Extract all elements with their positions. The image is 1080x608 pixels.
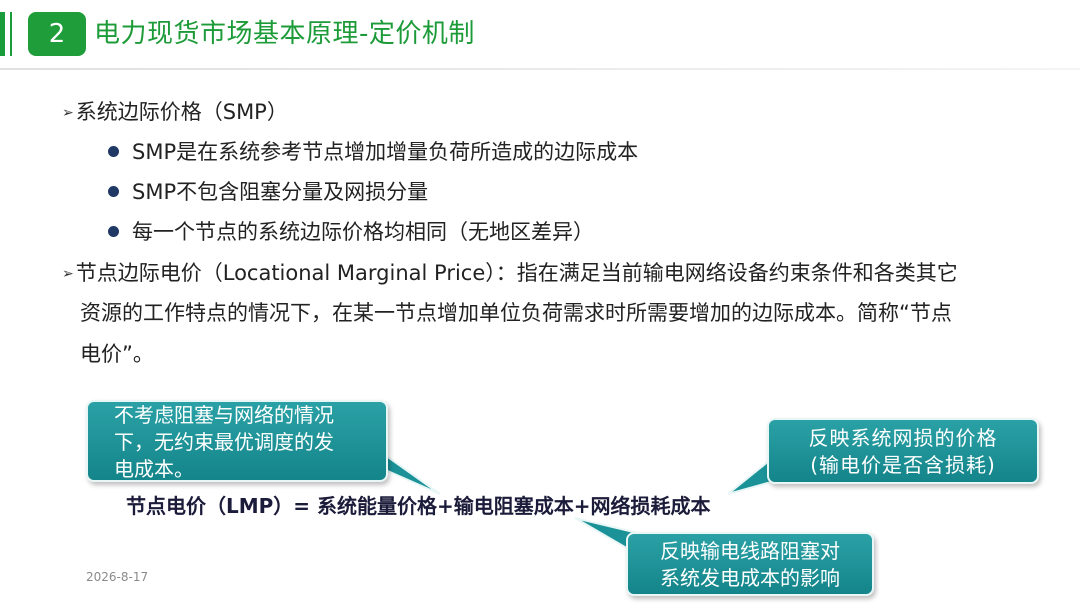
arrowhead-icon: ➢ [62,105,74,121]
smp-bullet-1: SMP是在系统参考节点增加增量负荷所造成的边际成本 [132,140,639,164]
bullet-icon [108,186,119,197]
slide-title: 电力现货市场基本原理-定价机制 [94,19,475,49]
lmp-definition-line-2: 资源的工作特点的情况下，在某一节点增加单位负荷需求时所需要增加的边际成本。简称“… [80,301,952,325]
slide-date: 2026-8-17 [86,570,149,584]
header-accent-line [10,12,12,56]
callout-bottom-line-2: 系统发电成本的影响 [660,566,840,590]
lmp-definition-line-3: 电价”。 [80,342,154,366]
callout-right-line-1: 反映系统网损的价格 [808,426,998,450]
lmp-formula: 节点电价（LMP）= 系统能量价格+输电阻塞成本+网络损耗成本 [126,494,711,518]
arrowhead-icon: ➢ [62,266,74,282]
callout-left-line-1: 不考虑阻塞与网络的情况 [114,403,334,427]
section-number-badge: 2 [28,12,86,56]
smp-heading-row: ➢系统边际价格（SMP） [62,98,288,127]
callout-bottom-line-1: 反映输电线路阻塞对 [660,539,840,563]
header-divider [0,68,1080,70]
callout-unconstrained-cost: 不考虑阻塞与网络的情况 下，无约束最优调度的发 电成本。 [86,400,388,482]
header-accent-bar [0,12,5,56]
smp-bullet-2: SMP不包含阻塞分量及网损分量 [132,180,429,204]
bullet-icon [108,226,119,237]
callout-right-line-2: (输电价是否含损耗) [810,453,996,477]
bullet-icon [108,146,119,157]
lmp-text-1: 节点边际电价（Locational Marginal Price）：指在满足当前… [75,261,958,285]
smp-heading: 系统边际价格（SMP） [75,100,288,124]
smp-bullet-3: 每一个节点的系统边际价格均相同（无地区差异） [132,220,594,244]
callout-left-line-3: 电成本。 [114,457,194,481]
callout-network-loss: 反映系统网损的价格 (输电价是否含损耗) [767,418,1039,484]
callout-left-line-2: 下，无约束最优调度的发 [114,430,334,454]
callout-congestion-cost: 反映输电线路阻塞对 系统发电成本的影响 [626,532,874,596]
lmp-definition-line-1: ➢节点边际电价（Locational Marginal Price）：指在满足当… [62,259,958,288]
